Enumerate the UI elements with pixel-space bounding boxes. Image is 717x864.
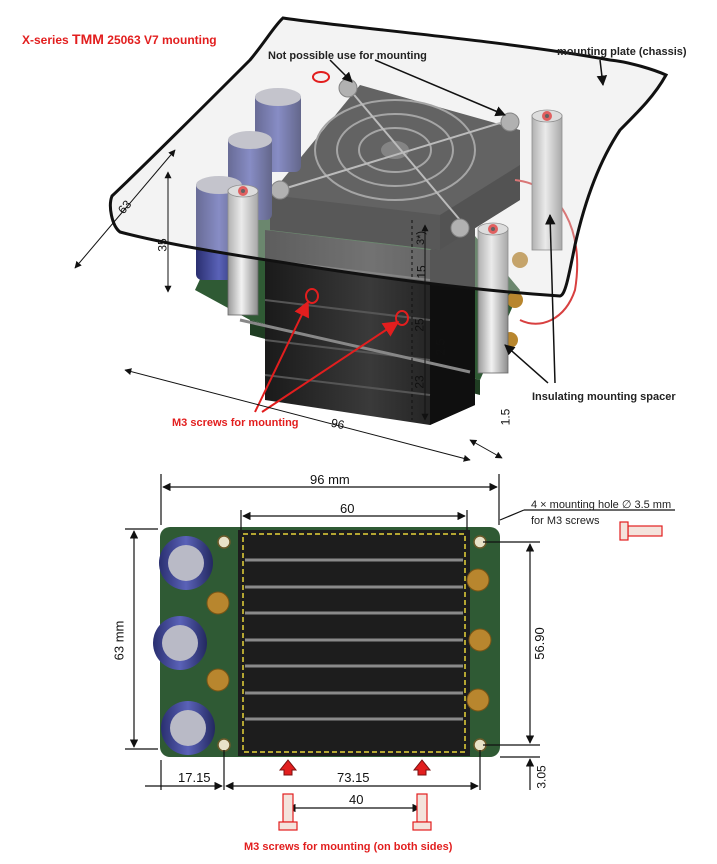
dim-63mm: 63 mm: [111, 620, 127, 661]
leader-not-possible-left: [329, 59, 353, 83]
heatsink-top-view: [238, 530, 470, 756]
leader-mounting-plate: [596, 59, 608, 87]
label-insulating-spacer: Insulating mounting spacer: [532, 391, 676, 403]
leader-not-possible-right: [374, 59, 506, 117]
screw-arrows: [278, 759, 432, 776]
insulating-spacers: [227, 109, 563, 374]
diagram-title: X-series TMM 25063 V7 mounting: [22, 31, 217, 47]
mounting-hole-marker: [305, 288, 319, 304]
cooling-fan: [270, 78, 520, 250]
dim-96mm: 96 mm: [310, 472, 350, 487]
title-model: TMM: [72, 31, 104, 47]
dim-60: 60: [340, 501, 355, 516]
label-m3-screws-bottom: M3 screws for mounting (on both sides): [244, 841, 453, 853]
mounting-hole-marker: [395, 310, 409, 326]
dim-40: 40: [349, 792, 364, 807]
mounting-hole-marker: [312, 71, 330, 83]
dimension-lines-top: [74, 149, 503, 462]
dim-17-15: 17.15: [178, 770, 211, 785]
capacitors-top-view: [153, 536, 215, 755]
dim-73-15: 73.15: [337, 770, 370, 785]
title-prefix: X-series: [22, 33, 73, 47]
dim-56-90: 56.90: [531, 627, 547, 660]
terminals-top-view: [206, 568, 492, 712]
title-suffix: 25063 V7 mounting: [103, 33, 217, 47]
label-mounting-plate: mounting plate (chassis): [557, 46, 687, 58]
mounting-holes: [217, 535, 487, 752]
dimension-lines-bottom: [125, 474, 675, 813]
leader-spacer-1: [504, 344, 549, 384]
label-hole-line2: for M3 screws: [531, 515, 600, 527]
label-hole-line1: 4 × mounting hole ∅ 3.5 mm: [531, 499, 672, 511]
screw-icons: [278, 521, 663, 831]
dim-3-05: 3.05: [534, 765, 549, 789]
label-m3-screws-top: M3 screws for mounting: [172, 417, 299, 429]
leader-spacer-2: [545, 213, 556, 384]
label-not-possible: Not possible use for mounting: [268, 50, 427, 62]
